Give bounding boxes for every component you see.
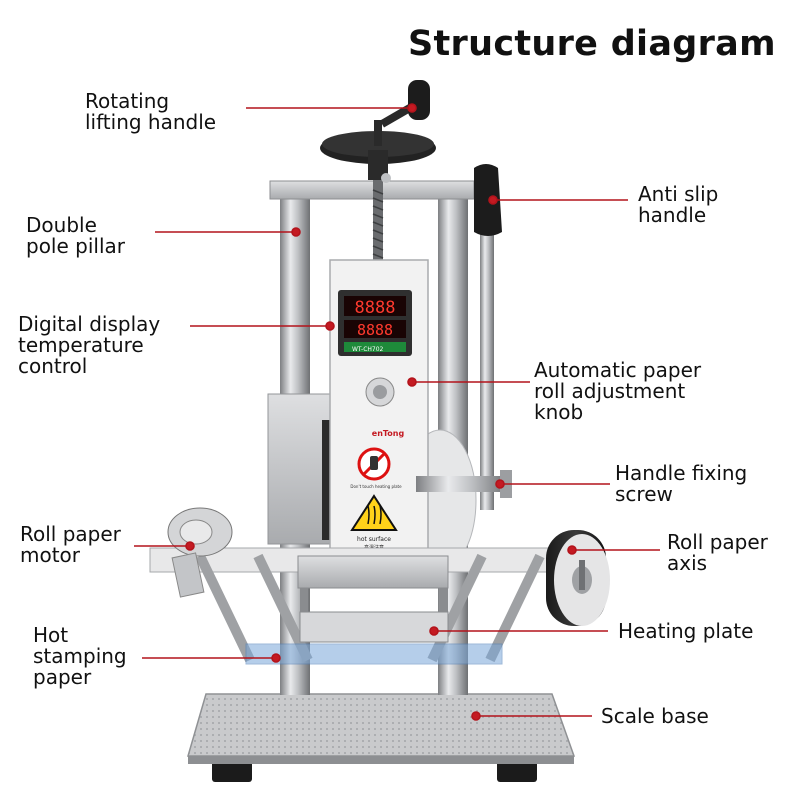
label-anti-slip-handle: Anti slip handle [638,182,719,227]
label-roll-paper-motor: Roll paper motor [20,522,121,567]
heating-plate-block [297,555,449,643]
control-box: 8888 8888 WT-CH702 enTong Don't touch he… [329,259,429,553]
roll-paper-motor [167,507,233,598]
warning-small-text: Don't touch heating plate [350,484,402,489]
roll-paper-drum [546,530,610,626]
label-double-pole-pillar: Double pole pillar [26,213,125,258]
svg-text:8888: 8888 [357,321,393,339]
label-hot-stamping-paper: Hot stamping paper [33,623,127,689]
label-automatic-paper-roll-adjustment-knob: Automatic paper roll adjustment knob [534,358,702,424]
top-crossbar [269,180,475,200]
brand-text: enTong [372,429,405,438]
stamping-paper-strip [245,643,503,665]
svg-text:8888: 8888 [355,298,396,318]
lever-rod [474,164,502,510]
label-handle-fixing-screw: Handle fixing screw [615,461,748,506]
hot-surface-text: hot surface [357,536,391,543]
handwheel [320,80,436,183]
scale-base-plate [187,693,576,764]
label-heating-plate: Heating plate [618,619,754,643]
label-roll-paper-axis: Roll paper axis [667,530,768,575]
leader-lines [134,103,660,721]
lead-screw [372,180,384,270]
diagram-title: Structure diagram [408,24,776,64]
label-digital-display-temperature-control: Digital display temperature control [18,312,161,378]
controller-model-text: WT-CH702 [352,346,384,353]
label-rotating-lifting-handle: Rotating lifting handle [85,89,217,134]
label-scale-base: Scale base [601,704,709,728]
